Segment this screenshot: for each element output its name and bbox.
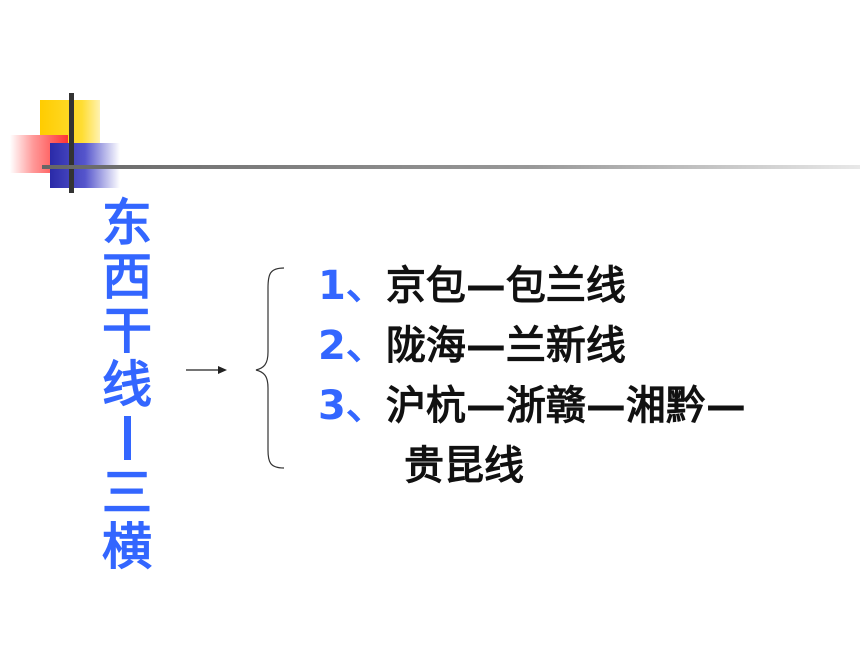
item-number: 1、	[318, 263, 386, 309]
arrow-brace-connector	[186, 267, 285, 469]
line-list: 1、京包—包兰线 2、陇海—兰新线 3、沪杭—浙赣—湘黔— 贵昆线	[318, 256, 848, 496]
header-rule	[42, 165, 860, 169]
left-brace-icon	[255, 267, 285, 469]
list-item: 3、沪杭—浙赣—湘黔—	[318, 376, 848, 436]
title-dash	[96, 412, 158, 466]
title-char: 三	[102, 464, 152, 522]
title-char: 横	[102, 518, 152, 576]
item-text: 京包—包兰线	[385, 263, 626, 309]
item-text: 陇海—兰新线	[385, 323, 626, 369]
item-number: 2、	[318, 323, 386, 369]
logo-vertical-line	[69, 93, 74, 193]
title-char: 西	[102, 248, 152, 306]
title-char: 干	[102, 302, 152, 360]
title-char: 东	[102, 194, 152, 252]
list-item: 2、陇海—兰新线	[318, 316, 848, 376]
item-text: 沪杭—浙赣—湘黔—	[385, 383, 746, 429]
list-item: 1、京包—包兰线	[318, 256, 848, 316]
title-char: 线	[102, 356, 152, 414]
item-number: 3、	[318, 383, 386, 429]
list-item-continuation: 贵昆线	[404, 443, 524, 489]
right-arrow-icon	[186, 366, 227, 374]
vertical-title: 东 西 干 线 三 横	[96, 196, 158, 574]
header-logo-icon	[10, 93, 860, 193]
